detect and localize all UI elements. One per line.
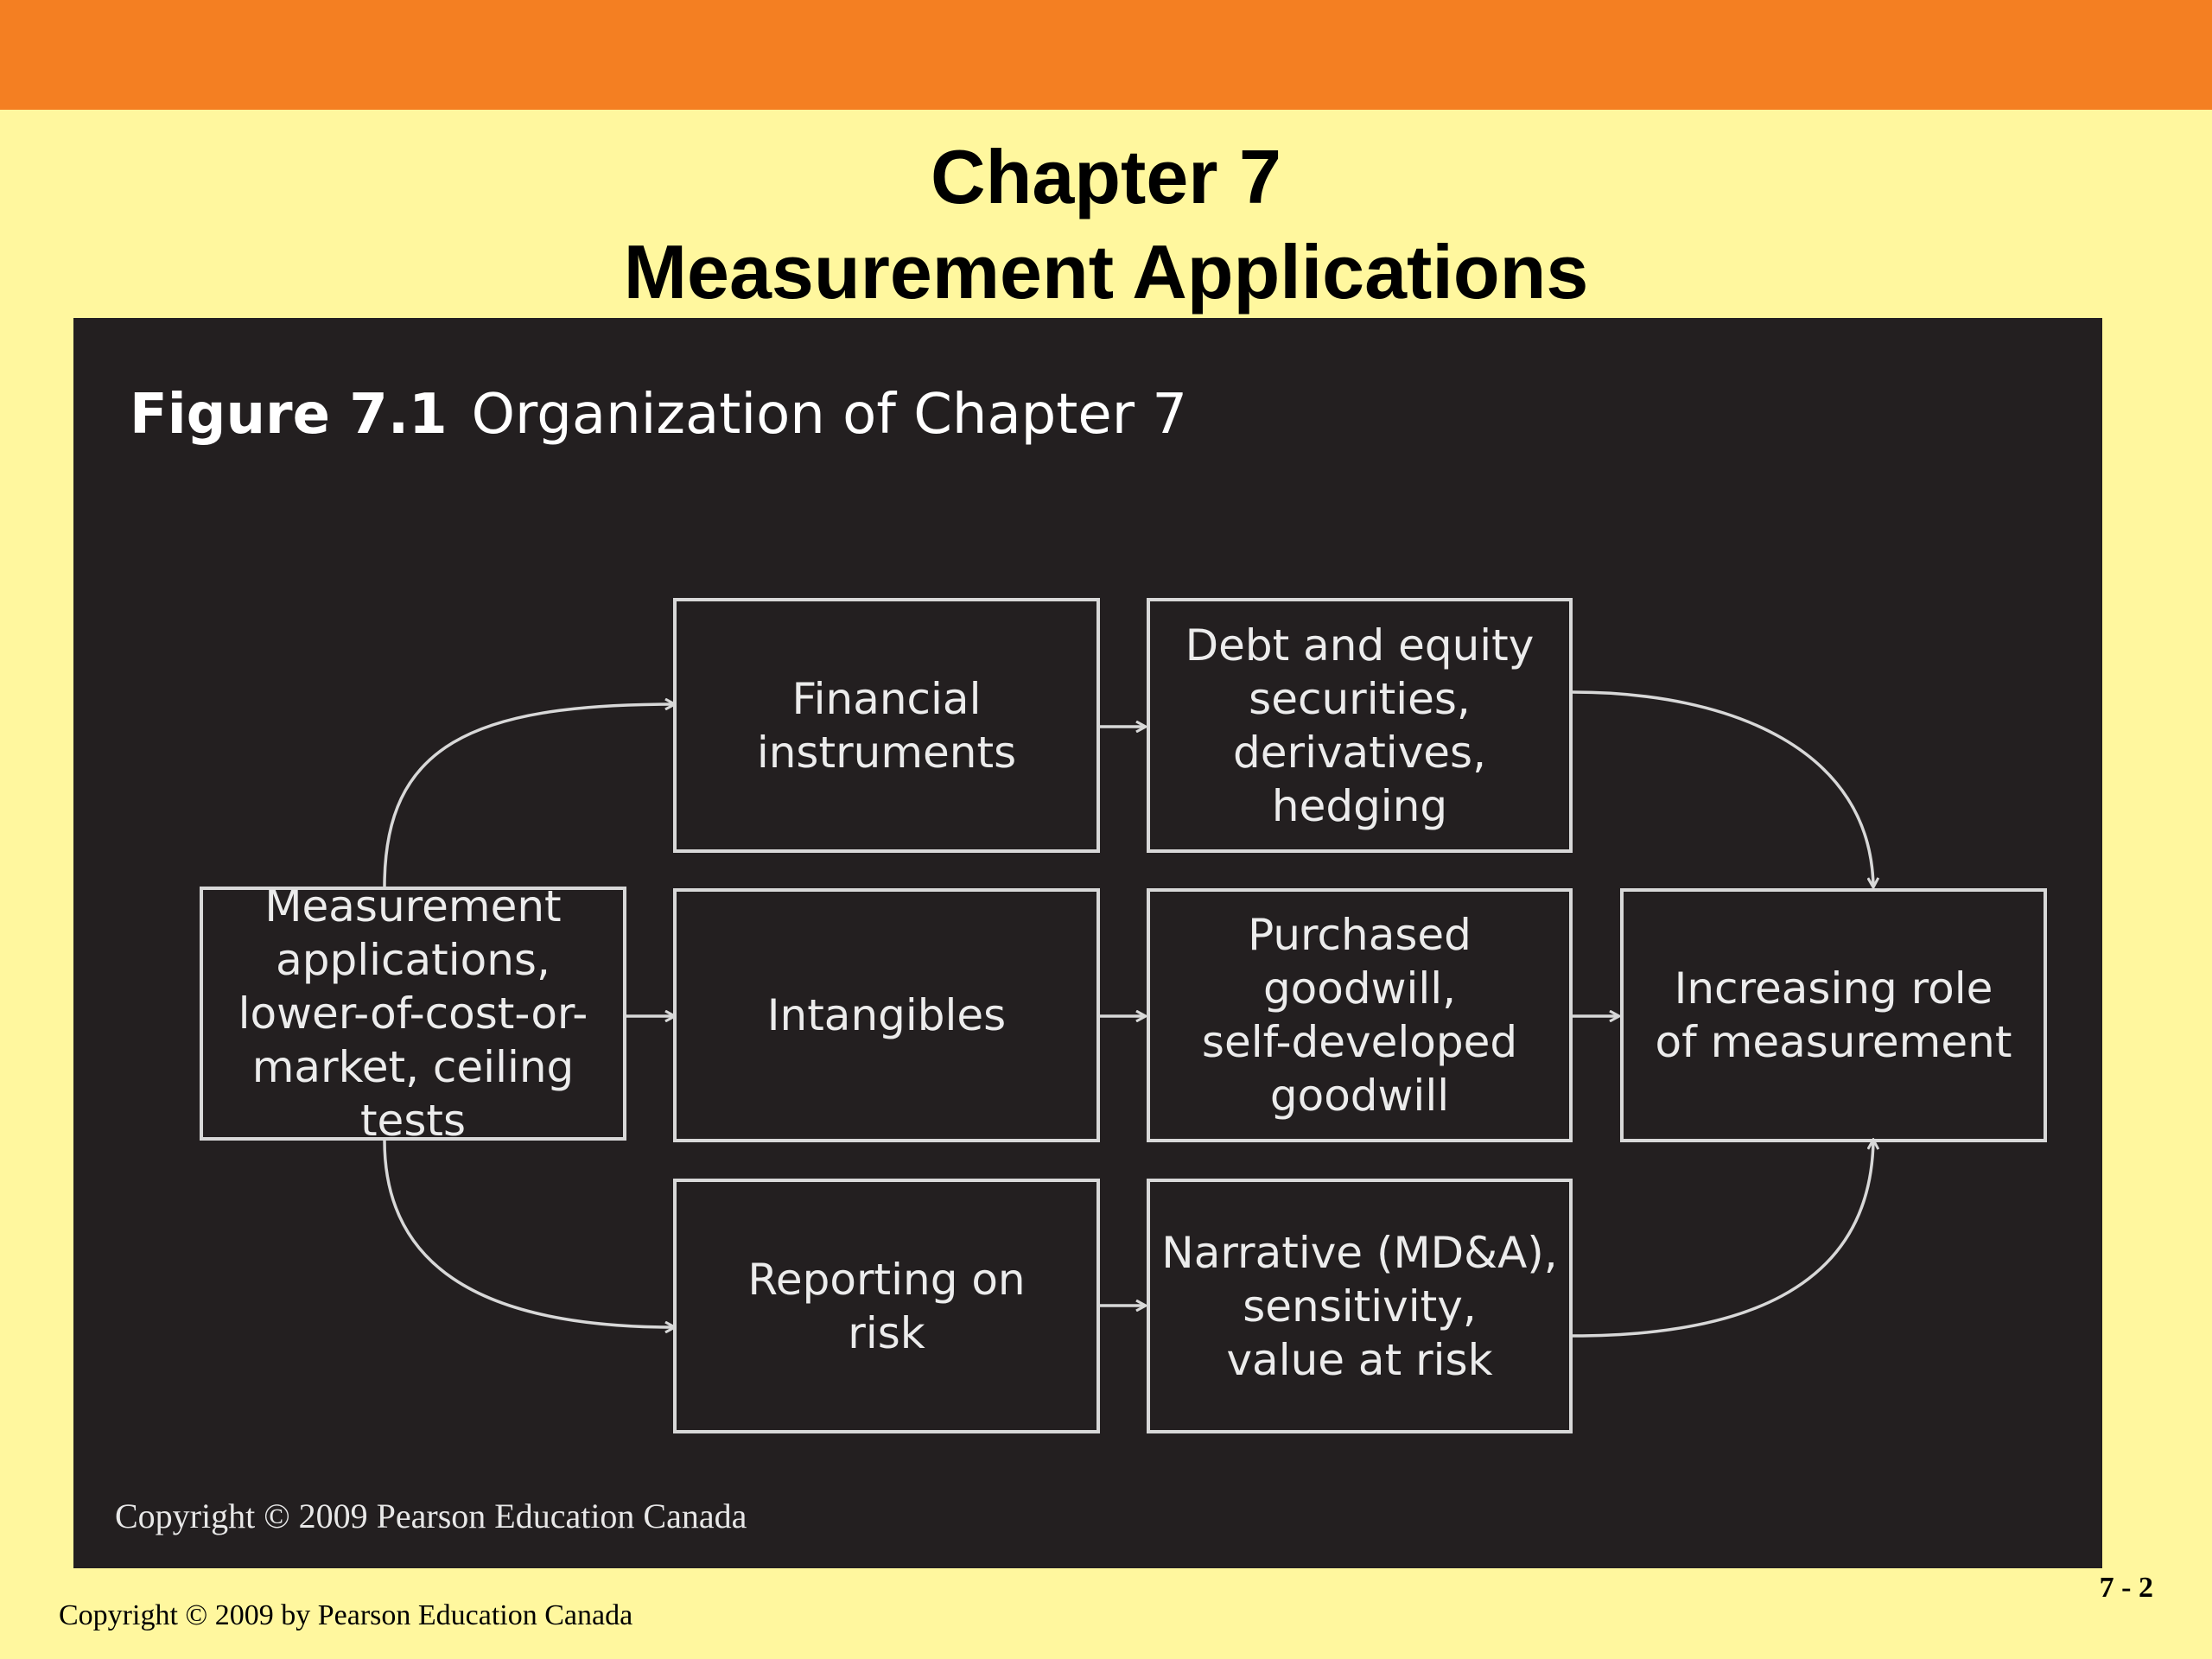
figure-caption-text: Organization of Chapter 7	[471, 383, 1188, 447]
box-increasing-role-of-measurement: Increasing role of measurement	[1620, 888, 2047, 1142]
footer-copyright: Copyright © 2009 by Pearson Education Ca…	[59, 1599, 633, 1631]
box-reporting-on-risk: Reporting on risk	[673, 1179, 1100, 1433]
slide-title: Chapter 7 Measurement Applications	[0, 130, 2212, 320]
box-narrative-mda: Narrative (MD&A), sensitivity, value at …	[1147, 1179, 1573, 1433]
connector-measurement-to-risk	[383, 1140, 674, 1327]
connector-debt-to-increasing	[1572, 690, 1873, 887]
slide-title-line-1: Chapter 7	[931, 134, 1281, 219]
connector-narrative-to-increasing	[1572, 1141, 1873, 1338]
page-number: 7 - 2	[2099, 1572, 2153, 1604]
box-intangibles: Intangibles	[673, 888, 1100, 1142]
diagram-connectors	[383, 690, 2102, 1338]
box-measurement-applications: Measurement applications, lower-of-cost-…	[200, 881, 626, 1146]
box-financial-instruments: Financial instruments	[673, 598, 1100, 853]
figure-number: Figure 7.1	[130, 383, 448, 447]
connector-measurement-to-financial	[383, 704, 674, 887]
figure-caption: Figure 7.1 Organization of Chapter 7	[130, 380, 1187, 449]
top-accent-bar	[0, 0, 2212, 110]
slide-title-line-2: Measurement Applications	[623, 229, 1589, 315]
figure-copyright: Copyright © 2009 Pearson Education Canad…	[115, 1497, 747, 1535]
box-debt-equity-securities: Debt and equity securities, derivatives,…	[1147, 598, 1573, 853]
box-purchased-goodwill: Purchased goodwill, self-developed goodw…	[1147, 888, 1573, 1142]
figure-panel: Figure 7.1 Organization of Chapter 7 Meas…	[73, 318, 2102, 1568]
